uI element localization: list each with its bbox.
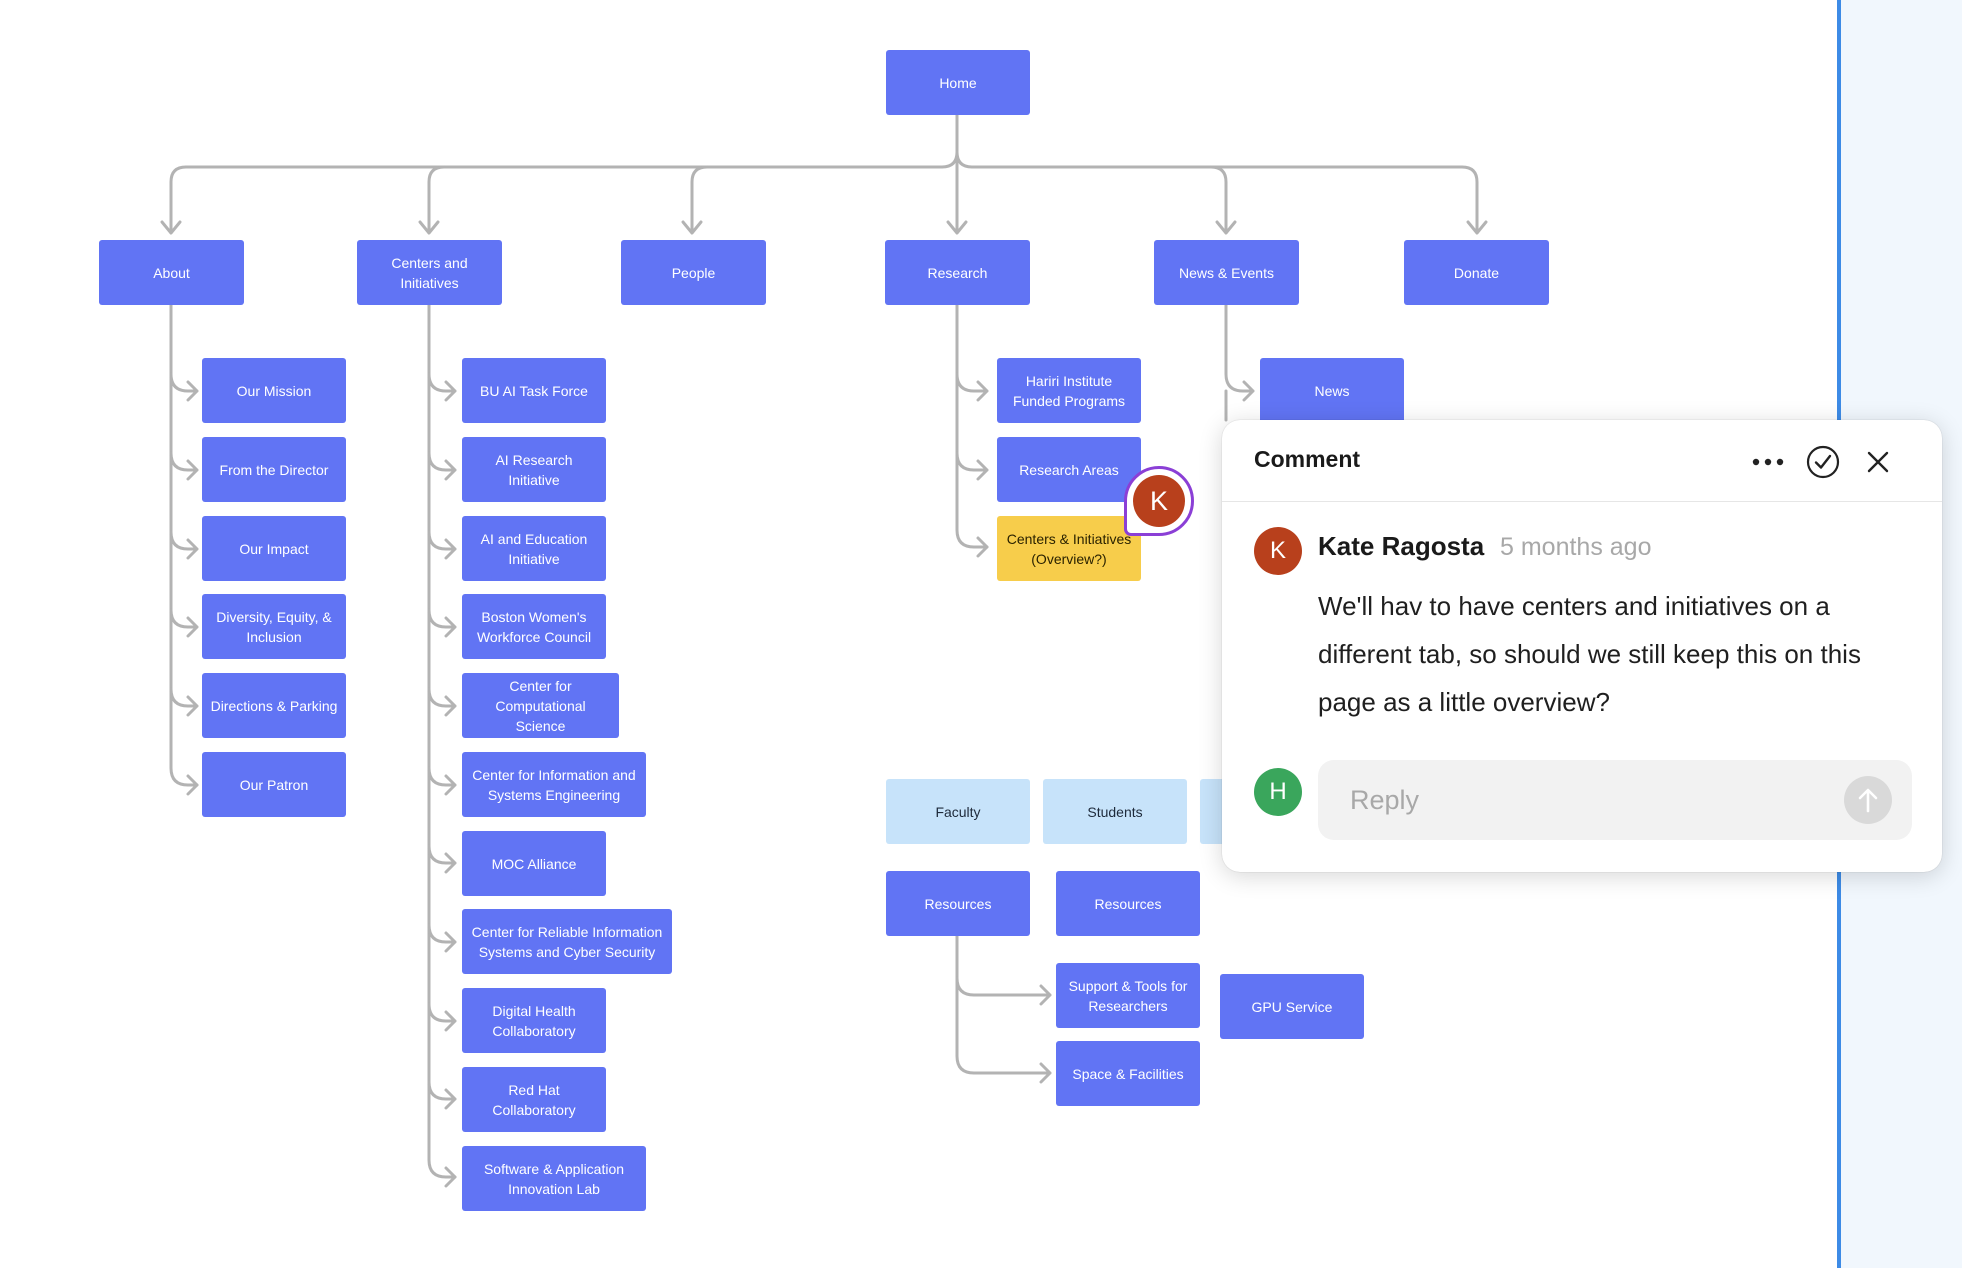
about-arrows [169,372,199,796]
node-news-and-events[interactable]: News & Events [1154,240,1299,305]
collaborator-initial: K [1133,475,1185,527]
resolve-button[interactable] [1805,444,1841,480]
connector-research-trunk [955,303,989,549]
more-options-button[interactable] [1750,444,1786,480]
comment-body: We'll hav to have centers and initiative… [1318,591,1861,717]
research-arrows [955,372,989,558]
connector-home-donate [955,150,1479,234]
home-arrowheads [160,220,1488,235]
node-our-patron[interactable]: Our Patron [202,752,346,817]
node-centers-and-initiatives[interactable]: Centers and Initiatives [357,240,502,305]
close-icon [1867,451,1889,473]
node-research-areas[interactable]: Research Areas [997,437,1141,502]
connector-home-about [169,113,959,234]
node-about[interactable]: About [99,240,244,305]
close-comment-button[interactable] [1860,444,1896,480]
send-reply-button[interactable] [1844,776,1892,824]
node-center-for-information-and-systems-engineering[interactable]: Center for Information and Systems Engin… [462,752,646,817]
more-icon [1752,458,1784,466]
connector-home-centers [427,165,446,234]
comment-title: Comment [1254,446,1361,472]
connector-resources-space [955,976,1052,1084]
node-ai-research-initiative[interactable]: AI Research Initiative [462,437,606,502]
node-donate[interactable]: Donate [1404,240,1549,305]
comment-panel[interactable]: Comment K Kate Ragosta 5 months ago We'l… [1222,420,1942,872]
centers-arrows [427,372,457,1188]
node-diversity-equity-inclusion[interactable]: Diversity, Equity, & Inclusion [202,594,346,659]
node-research[interactable]: Research [885,240,1030,305]
connector-centers-trunk [427,303,457,1179]
node-news[interactable]: News [1260,358,1404,423]
connector-resources-support [955,934,1052,1006]
comment-header: Comment [1222,420,1942,502]
check-icon [1806,445,1840,479]
node-software-and-application-innovation-lab[interactable]: Software & Application Innovation Lab [462,1146,646,1211]
collaborator-cursor-avatar[interactable]: K [1124,466,1194,536]
node-support-and-tools-for-researchers[interactable]: Support & Tools for Researchers [1056,963,1200,1028]
reply-input[interactable] [1318,760,1828,840]
node-hariri-institute-funded-programs[interactable]: Hariri Institute Funded Programs [997,358,1141,423]
node-gpu-service[interactable]: GPU Service [1220,974,1364,1039]
node-faculty-resources[interactable]: Resources [886,871,1030,936]
node-center-for-computational-science[interactable]: Center for Computational Science [462,673,619,738]
node-space-and-facilities[interactable]: Space & Facilities [1056,1041,1200,1106]
node-directions-and-parking[interactable]: Directions & Parking [202,673,346,738]
node-people[interactable]: People [621,240,766,305]
node-home[interactable]: Home [886,50,1030,115]
connector-news [1224,303,1255,402]
comment-timestamp: 5 months ago [1500,533,1652,561]
node-digital-health-collaboratory[interactable]: Digital Health Collaboratory [462,988,606,1053]
node-moc-alliance[interactable]: MOC Alliance [462,831,606,896]
author-initial: K [1269,537,1286,564]
node-red-hat-collaboratory[interactable]: Red Hat Collaboratory [462,1067,606,1132]
node-center-for-reliable-information-systems[interactable]: Center for Reliable Information Systems … [462,909,672,974]
node-boston-womens-workforce-council[interactable]: Boston Women's Workforce Council [462,594,606,659]
current-user-initial: H [1269,778,1287,805]
node-from-the-director[interactable]: From the Director [202,437,346,502]
node-centers-and-initiatives-overview[interactable]: Centers & Initiatives (Overview?) [997,516,1141,581]
current-user-avatar: H [1254,768,1302,816]
node-bu-ai-task-force[interactable]: BU AI Task Force [462,358,606,423]
reply-box [1318,760,1912,840]
connector-home-people [690,165,709,234]
connector-about-trunk [169,303,199,787]
node-ai-and-education-initiative[interactable]: AI and Education Initiative [462,516,606,581]
node-our-mission[interactable]: Our Mission [202,358,346,423]
author-avatar: K [1254,527,1302,575]
node-students[interactable]: Students [1043,779,1187,844]
node-students-resources[interactable]: Resources [1056,871,1200,936]
send-arrow-icon [1858,788,1878,813]
comment-author: Kate Ragosta [1318,531,1485,561]
connector-home-news [1209,165,1228,234]
node-faculty[interactable]: Faculty [886,779,1030,844]
node-our-impact[interactable]: Our Impact [202,516,346,581]
